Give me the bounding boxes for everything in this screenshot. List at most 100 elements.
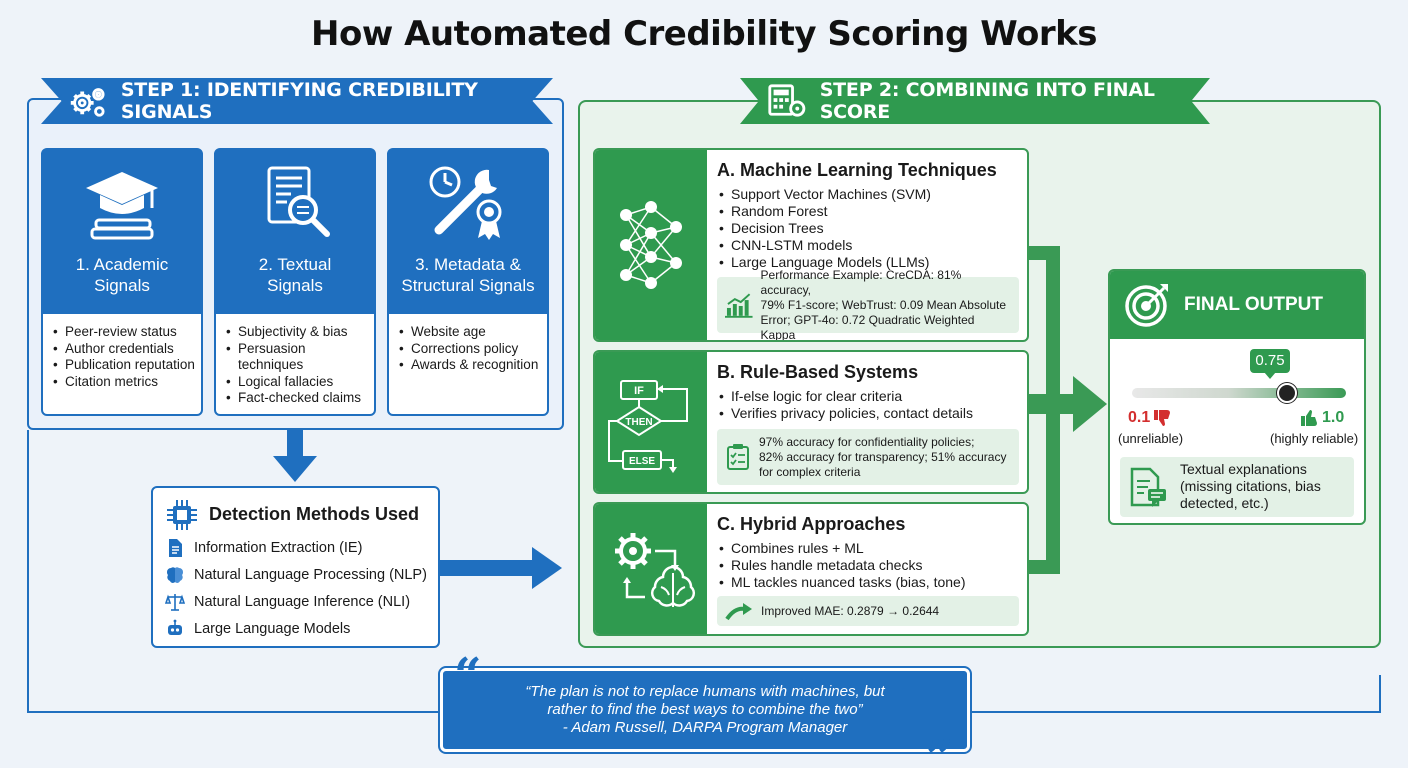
card-title-line1: 2. Textual <box>258 255 332 274</box>
list-item: Decision Trees <box>719 220 931 237</box>
connector-bottom <box>1029 560 1060 574</box>
min-value: 0.1 <box>1128 409 1151 426</box>
list-item: Subjectivity & bias <box>226 324 368 341</box>
right-arrow-green-icon <box>1029 376 1107 432</box>
min-caption: (unreliable) <box>1118 431 1184 446</box>
scales-icon <box>165 594 185 611</box>
list-item: Combines rules + ML <box>719 540 966 557</box>
down-arrow-icon <box>273 430 317 482</box>
card-title-line2: Signals <box>94 276 150 295</box>
list-item: Large Language Models <box>165 619 350 639</box>
flow-then-text: THEN <box>625 417 652 428</box>
perf-line: Improved MAE: 0.2879 → 0.2644 <box>761 603 940 618</box>
explanation-line: (missing citations, bias <box>1180 478 1321 494</box>
document-magnifier-icon <box>267 166 330 237</box>
list-item: Support Vector Machines (SVM) <box>719 186 931 203</box>
explanation-line: Textual explanations <box>1180 461 1307 477</box>
perf-line: 97% accuracy for confidentiality policie… <box>759 434 975 449</box>
outer-line-right <box>1379 675 1381 713</box>
clipboard-checklist-icon <box>727 444 749 470</box>
outer-line-left <box>27 430 29 713</box>
list-item: Author credentials <box>53 341 195 358</box>
explanation-line: detected, etc.) <box>1180 495 1269 511</box>
ml-performance-box: Performance Example: CreCDA: 81% accurac… <box>717 268 1019 340</box>
perf-line: for complex criteria <box>759 464 861 479</box>
page-title: How Automated Credibility Scoring Works <box>311 14 1097 54</box>
hybrid-performance-box: Improved MAE: 0.2879 → 0.2644 <box>717 596 1019 626</box>
perf-line: Performance Example: CreCDA: 81% accurac… <box>760 267 962 297</box>
rules-performance-box: 97% accuracy for confidentiality policie… <box>717 429 1019 485</box>
list-item: Fact-checked claims <box>226 390 368 407</box>
method-label: Large Language Models <box>194 621 351 637</box>
list-item: Random Forest <box>719 203 931 220</box>
document-chat-icon <box>1130 467 1166 507</box>
list-item: Persuasion techniques <box>226 341 368 374</box>
step2-label: STEP 2: COMBINING INTO FINAL SCORE <box>819 79 1155 123</box>
scale-marker <box>1276 383 1297 403</box>
list-item: ML tackles nuanced tasks (bias, tone) <box>719 574 966 591</box>
graduation-cap-icon <box>86 172 158 240</box>
method-label: Natural Language Processing (NLP) <box>194 567 427 583</box>
step1-ribbon: STEP 1: IDENTIFYING CREDIBILITY SIGNALS <box>41 78 553 124</box>
quote-line: rather to find the best ways to combine … <box>547 701 863 718</box>
wrench-clock-award-icon <box>429 166 502 240</box>
flow-else-text: ELSE <box>629 456 655 467</box>
list-item: Natural Language Processing (NLP) <box>165 565 427 585</box>
list-item: CNN-LSTM models <box>719 237 931 254</box>
chip-icon <box>167 500 197 530</box>
list-item: Verifies privacy policies, contact detai… <box>719 405 973 422</box>
signal-card-textual: 2. Textual Signals Subjectivity & bias P… <box>214 148 376 416</box>
outer-line-bottom-right <box>970 711 1381 713</box>
list-item: Website age <box>399 324 541 341</box>
outer-line-bottom-left <box>27 711 440 713</box>
step2-ribbon: STEP 2: COMBINING INTO FINAL SCORE <box>740 78 1210 124</box>
robot-icon <box>168 619 182 635</box>
final-title: FINAL OUTPUT <box>1184 294 1323 315</box>
gear-brain-icon <box>615 533 696 607</box>
max-value: 1.0 <box>1322 409 1345 426</box>
quote-attribution: - Adam Russell, DARPA Program Manager <box>562 719 848 736</box>
close-quote-icon: ” <box>926 730 954 768</box>
list-item: Large Language Models (LLMs) <box>719 254 931 271</box>
quote-line: “The plan is not to replace humans with … <box>525 683 885 700</box>
reliability-scale-track <box>1132 388 1346 398</box>
max-score-label: 1.0 <box>1300 409 1344 427</box>
list-item: Natural Language Inference (NLI) <box>165 592 410 612</box>
signal-card-metadata: 3. Metadata & Structural Signals Website… <box>387 148 549 416</box>
ml-techniques-card: A. Machine Learning Techniques Support V… <box>593 148 1029 342</box>
list-item: Corrections policy <box>399 341 541 358</box>
hybrid-approaches-card: C. Hybrid Approaches Combines rules + ML… <box>593 502 1029 636</box>
method-label: Information Extraction (IE) <box>194 540 363 556</box>
perf-line: 82% accuracy for transparency; 51% accur… <box>759 449 1007 464</box>
score-bubble-tail <box>1264 372 1276 379</box>
list-item: Rules handle metadata checks <box>719 557 966 574</box>
list-item: Citation metrics <box>53 374 195 391</box>
card-title-line1: 3. Metadata & <box>415 255 521 274</box>
card-title-line2: Structural Signals <box>401 276 535 295</box>
card-title-line2: Signals <box>267 276 323 295</box>
gears-icon <box>70 88 105 117</box>
ml-title: A. Machine Learning Techniques <box>717 160 997 180</box>
rule-based-card: IF THEN ELSE B. Rule-Based Systems If-el… <box>593 350 1029 494</box>
perf-line: 79% F1-score; WebTrust: 0.09 Mean Absolu… <box>760 297 1007 312</box>
document-icon <box>169 539 182 557</box>
list-item: Publication reputation <box>53 357 195 374</box>
method-label: Natural Language Inference (NLI) <box>194 594 411 610</box>
flow-if-text: IF <box>634 385 644 397</box>
neural-network-icon <box>620 201 682 289</box>
if-then-else-flowchart-icon: IF THEN ELSE <box>608 380 688 473</box>
step1-label: STEP 1: IDENTIFYING CREDIBILITY SIGNALS <box>120 79 478 123</box>
target-icon <box>1125 284 1168 327</box>
calculator-gear-icon <box>768 84 806 117</box>
max-caption: (highly reliable) <box>1270 431 1359 446</box>
quote-box: “The plan is not to replace humans with … <box>440 668 970 752</box>
card-title-line1: 1. Academic <box>75 255 169 274</box>
detection-methods-panel: Detection Methods Used Information Extra… <box>151 486 440 648</box>
hybrid-title: C. Hybrid Approaches <box>717 514 906 534</box>
list-item: Logical fallacies <box>226 374 368 391</box>
bar-chart-growth-icon <box>725 293 753 318</box>
min-score-label: 0.1 <box>1128 409 1171 427</box>
perf-line: Error; GPT-4o: 0.72 Quadratic Weighted K… <box>760 312 975 342</box>
signal-card-academic: 1. Academic Signals Peer-review status A… <box>41 148 203 416</box>
open-quote-icon: “ <box>454 648 482 704</box>
